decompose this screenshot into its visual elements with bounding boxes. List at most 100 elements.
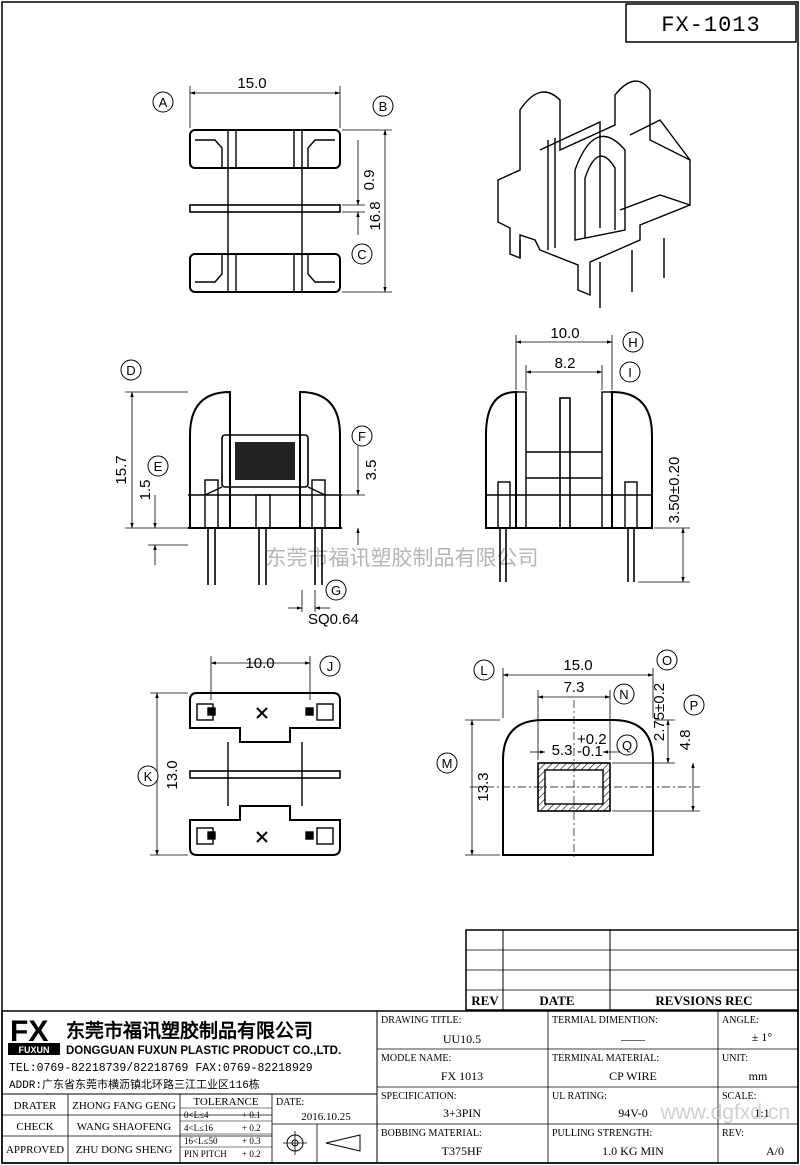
rev-header-rev: REV bbox=[471, 993, 499, 1008]
callout-P: P bbox=[683, 694, 705, 716]
logo-sub: FUXUN bbox=[19, 1045, 50, 1055]
svg-text:Q: Q bbox=[622, 738, 632, 753]
model-name-value: FX 1013 bbox=[441, 1069, 483, 1083]
model-name-label: MODLE NAME: bbox=[381, 1053, 451, 1064]
name-check: WANG SHAOFENG bbox=[77, 1121, 171, 1133]
dim-side-pin: 3.50±0.20 bbox=[666, 457, 683, 524]
bobbing-material-label: BOBBING MATERIAL: bbox=[381, 1128, 482, 1139]
unit-value: mm bbox=[749, 1069, 768, 1083]
top-view bbox=[189, 86, 392, 293]
svg-text:A: A bbox=[159, 95, 168, 110]
angle-label: ANGLE: bbox=[722, 1015, 759, 1026]
website-watermark: www.dgfxd.cn bbox=[659, 1101, 790, 1124]
tol-value-3: + 0.3 bbox=[242, 1136, 261, 1146]
rev-header-records: REVSIONS REC bbox=[655, 993, 752, 1008]
tol-range-4: PIN PITCH bbox=[184, 1149, 227, 1159]
dim-side-inner: 8.2 bbox=[555, 355, 576, 372]
watermark: 东莞市福讯塑胶制品有限公司 bbox=[266, 546, 539, 570]
callout-L: L bbox=[473, 659, 495, 681]
tolerance-title: TOLERANCE bbox=[193, 1096, 258, 1108]
tol-value-4: + 0.2 bbox=[242, 1149, 261, 1159]
dim-pin-size: SQ0.64 bbox=[308, 611, 359, 628]
scale-value: 1:1 bbox=[754, 1106, 769, 1120]
tol-range-2: 4<L≤16 bbox=[184, 1123, 214, 1133]
callout-I: I bbox=[619, 361, 641, 383]
callouts: A B C D E F G H I J K L M N O P Q bbox=[120, 91, 705, 787]
dim-front-height: 15.7 bbox=[113, 455, 130, 484]
callout-H: H bbox=[622, 331, 644, 353]
bobbing-material-value: T375HF bbox=[442, 1144, 483, 1158]
callout-M: M bbox=[436, 752, 458, 774]
dim-end-inner: 7.3 bbox=[564, 679, 585, 696]
company-name-cn: 东莞市福讯塑胶制品有限公司 bbox=[66, 1019, 313, 1042]
callout-J: J bbox=[319, 655, 341, 677]
date-label: DATE: bbox=[276, 1097, 304, 1108]
dim-bottom-height: 13.0 bbox=[164, 760, 181, 789]
specification-value: 3+3PIN bbox=[443, 1106, 481, 1120]
svg-text:P: P bbox=[690, 698, 699, 713]
date-value: 2016.10.25 bbox=[301, 1111, 351, 1123]
drawing-number-box: FX-1013 bbox=[625, 3, 797, 43]
terminal-dimention-value: —— bbox=[620, 1032, 646, 1046]
svg-text:E: E bbox=[154, 459, 163, 474]
role-drater: DRATER bbox=[14, 1100, 57, 1112]
name-drater: ZHONG FANG GENG bbox=[72, 1100, 176, 1112]
svg-text:M: M bbox=[442, 756, 453, 771]
svg-text:N: N bbox=[619, 687, 628, 702]
unit-label: UNIT: bbox=[722, 1053, 748, 1064]
svg-text:F: F bbox=[358, 429, 366, 444]
company-name-en: DONGGUAN FUXUN PLASTIC PRODUCT CO.,LTD. bbox=[66, 1045, 341, 1057]
dim-top-height: 16.8 bbox=[367, 201, 384, 230]
svg-text:B: B bbox=[379, 99, 388, 114]
dim-end-tol-plus: +0.2 bbox=[577, 731, 607, 748]
company-logo: FX FUXUN bbox=[8, 1015, 60, 1055]
dim-end-window-h: 4.8 bbox=[677, 730, 694, 751]
callout-A: A bbox=[152, 91, 174, 113]
callout-F: F bbox=[351, 425, 373, 447]
svg-text:J: J bbox=[327, 659, 334, 674]
callout-D: D bbox=[120, 359, 142, 381]
dim-end-height: 13.3 bbox=[475, 772, 492, 801]
dim-side-width: 10.0 bbox=[550, 325, 579, 342]
svg-text:C: C bbox=[357, 247, 366, 262]
drawing-title-value: UU10.5 bbox=[443, 1032, 481, 1046]
svg-text:G: G bbox=[331, 583, 341, 598]
tol-value-2: + 0.2 bbox=[242, 1123, 261, 1133]
dim-end-window-w: 5.3 bbox=[552, 742, 573, 759]
dim-front-small: 1.5 bbox=[137, 480, 154, 501]
svg-text:D: D bbox=[126, 363, 135, 378]
specification-label: SPECIFICATION: bbox=[381, 1091, 457, 1102]
company-addr: ADDR:广东省东莞市横沥镇北环路三江工业区116栋 bbox=[9, 1077, 260, 1092]
callout-Q: Q bbox=[616, 734, 638, 756]
dim-flange-gap: 0.9 bbox=[361, 170, 378, 191]
rev-label: REV: bbox=[722, 1128, 744, 1139]
revision-table bbox=[465, 929, 799, 1011]
bottom-view bbox=[150, 656, 341, 856]
dim-front-window: 3.5 bbox=[363, 460, 380, 481]
dim-end-top: 2.75±0.2 bbox=[651, 683, 668, 741]
svg-text:I: I bbox=[628, 365, 632, 380]
role-check: CHECK bbox=[16, 1121, 53, 1133]
drawing-title-label: DRAWING TITLE: bbox=[381, 1015, 461, 1026]
angle-value: ± 1° bbox=[752, 1030, 773, 1044]
name-approved: ZHU DONG SHENG bbox=[76, 1144, 173, 1156]
pulling-strength-label: PULLING STRENGTH: bbox=[552, 1128, 652, 1139]
callout-N: N bbox=[613, 683, 635, 705]
callout-O: O bbox=[656, 649, 678, 671]
scale-label: SCALE: bbox=[722, 1091, 756, 1102]
front-view bbox=[125, 390, 365, 612]
svg-text:K: K bbox=[144, 769, 153, 784]
isometric-view bbox=[497, 80, 691, 308]
side-view bbox=[485, 335, 690, 583]
svg-text:H: H bbox=[628, 335, 637, 350]
callout-K: K bbox=[137, 765, 159, 787]
svg-text:L: L bbox=[480, 663, 487, 678]
company-tel: TEL:0769-82218739/82218769 FAX:0769-8221… bbox=[9, 1062, 313, 1075]
dim-top-width: 15.0 bbox=[237, 75, 266, 92]
svg-text:O: O bbox=[662, 653, 672, 668]
end-view bbox=[465, 668, 700, 860]
terminal-material-value: CP WIRE bbox=[609, 1069, 657, 1083]
tol-range-3: 16<L≤50 bbox=[184, 1136, 218, 1146]
